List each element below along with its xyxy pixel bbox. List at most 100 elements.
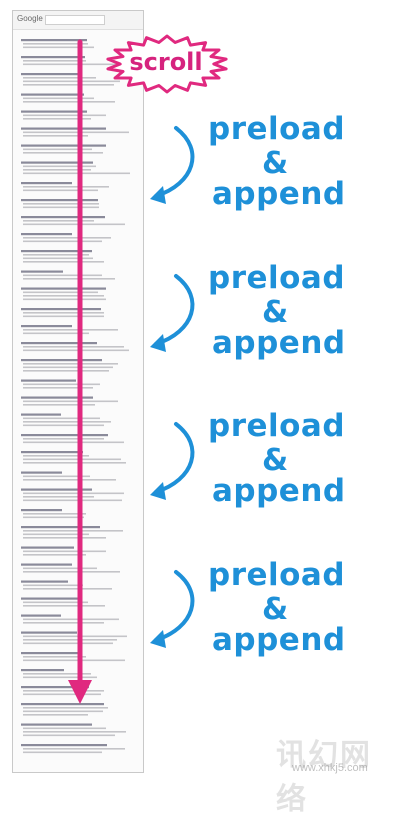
result-text-line	[21, 127, 106, 130]
result-text-line	[21, 39, 87, 42]
result-text-line	[23, 220, 94, 222]
result-text-line	[23, 479, 116, 481]
result-text-line	[23, 438, 104, 440]
result-text-line	[23, 417, 100, 420]
result-text-line	[23, 731, 126, 733]
step-arrows	[150, 126, 195, 648]
result-text-line	[23, 186, 109, 188]
result-text-line	[21, 144, 106, 147]
result-text-line	[21, 471, 62, 474]
result-text-line	[23, 642, 113, 645]
result-text-line	[21, 546, 74, 549]
result-text-line	[21, 270, 63, 273]
result-text-line	[21, 434, 108, 437]
preload-label: preload	[208, 557, 346, 593]
result-text-line	[23, 676, 97, 679]
curved-arrow-icon	[150, 570, 195, 648]
result-text-line	[21, 526, 100, 529]
result-text-line	[23, 278, 115, 280]
result-text-line	[21, 652, 78, 655]
result-text-line	[21, 413, 61, 416]
result-text-line	[23, 349, 129, 352]
result-text-line	[23, 148, 92, 151]
result-text-line	[23, 254, 89, 256]
result-text-line	[23, 421, 111, 423]
watermark-url: www.xhkj5.com	[292, 762, 368, 774]
diagram-root: Google	[12, 10, 370, 817]
result-text-line	[23, 584, 83, 587]
result-text-line	[23, 707, 108, 709]
result-text-line	[21, 597, 80, 600]
result-text-line	[23, 530, 123, 532]
result-text-line	[21, 161, 93, 164]
result-text-line	[21, 723, 92, 726]
result-text-line	[23, 203, 99, 205]
result-lines	[21, 39, 130, 754]
result-text-line	[23, 363, 118, 365]
ampersand-label: &	[262, 146, 289, 181]
result-text-line	[21, 110, 87, 113]
result-text-line	[21, 93, 84, 96]
scroll-arrow-head	[68, 680, 92, 704]
result-text-line	[23, 114, 106, 117]
result-text-line	[23, 537, 106, 539]
search-results-list	[21, 39, 130, 754]
result-text-line	[23, 172, 130, 175]
result-text-line	[23, 315, 104, 318]
result-text-line	[23, 118, 91, 120]
result-text-line	[21, 703, 104, 706]
result-text-line	[23, 346, 124, 348]
result-text-line	[23, 751, 102, 754]
result-text-line	[23, 383, 100, 386]
curved-arrow-icon	[150, 126, 195, 204]
result-text-line	[23, 400, 118, 403]
ampersand-label: &	[262, 592, 289, 627]
result-text-line	[23, 291, 98, 294]
ampersand-label: &	[262, 443, 289, 478]
result-text-line	[23, 60, 86, 62]
result-text-line	[23, 101, 115, 103]
result-text-line	[23, 499, 122, 502]
page-thumbnail-logo: Google	[17, 14, 43, 23]
result-text-line	[21, 509, 62, 512]
result-text-line	[21, 631, 77, 634]
result-text-line	[21, 216, 105, 219]
result-text-line	[21, 379, 76, 382]
result-text-line	[23, 475, 90, 478]
result-text-line	[21, 308, 101, 311]
result-text-line	[23, 329, 118, 331]
result-text-line	[23, 455, 89, 457]
result-text-line	[21, 669, 64, 672]
result-text-line	[21, 563, 72, 566]
result-text-line	[21, 250, 92, 253]
append-label: append	[212, 622, 346, 658]
result-text-line	[23, 165, 96, 168]
result-text-line	[23, 727, 106, 730]
result-text-line	[23, 533, 89, 536]
result-text-line	[21, 287, 106, 290]
result-text-line	[21, 73, 80, 76]
result-text-line	[23, 659, 125, 662]
result-text-line	[23, 370, 109, 372]
curved-arrow-icon	[150, 274, 195, 352]
result-text-line	[23, 567, 97, 570]
result-text-line	[23, 295, 104, 297]
append-label: append	[212, 473, 346, 509]
result-text-line	[23, 656, 86, 658]
result-text-line	[23, 223, 125, 226]
result-text-line	[23, 46, 94, 49]
result-text-line	[23, 571, 120, 573]
scroll-overlay	[68, 34, 228, 704]
result-text-line	[23, 189, 98, 192]
watermark-text: 讯幻网络	[276, 738, 372, 817]
result-text-line	[23, 404, 95, 406]
result-text-line	[21, 342, 97, 345]
result-text-line	[23, 635, 127, 638]
result-text-line	[23, 605, 105, 607]
result-text-line	[23, 237, 111, 239]
result-text-line	[23, 462, 126, 464]
result-text-line	[21, 614, 61, 617]
result-text-line	[21, 359, 102, 362]
result-text-line	[23, 673, 91, 675]
ampersand-label: &	[262, 295, 289, 330]
